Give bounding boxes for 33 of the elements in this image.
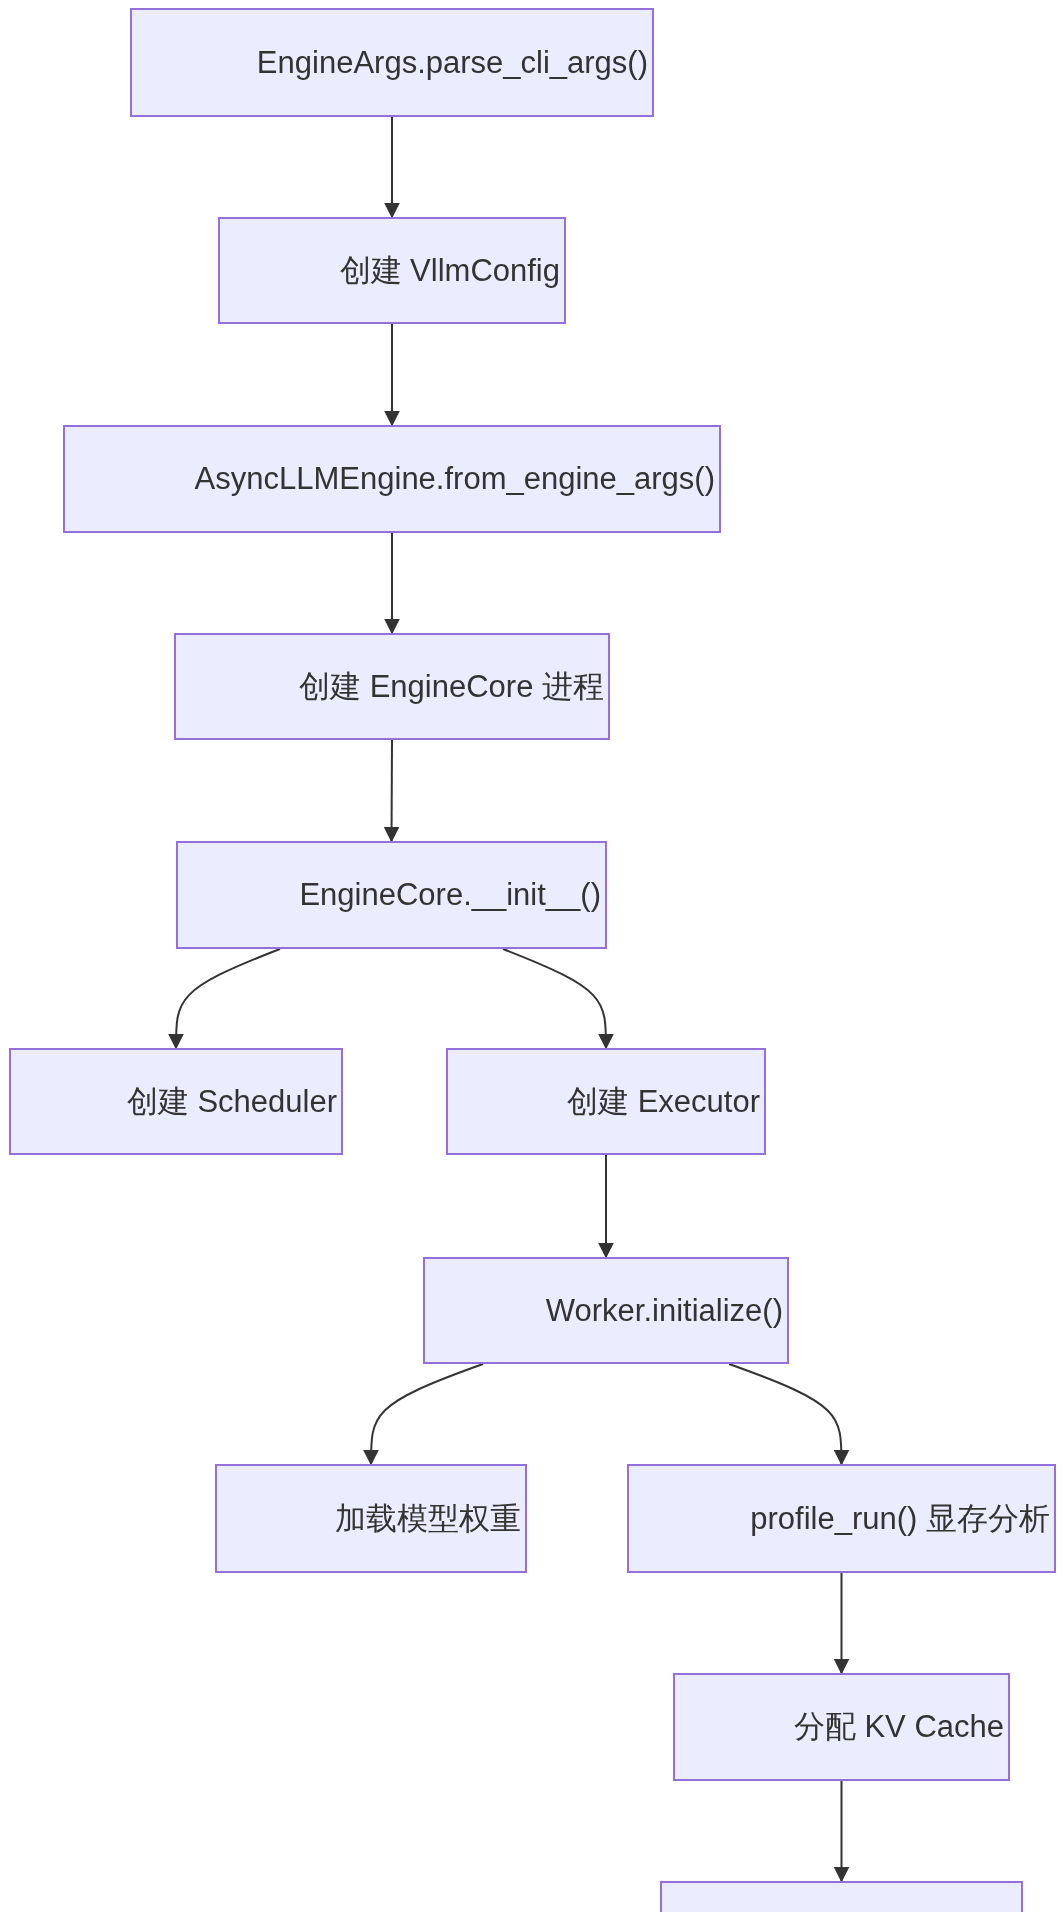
arrow (384, 532, 400, 635)
node-label: Worker.initialize() (545, 1292, 783, 1329)
arrow (384, 116, 400, 219)
process-box (63, 425, 721, 533)
arrow (833, 1572, 850, 1675)
process-box (673, 1673, 1010, 1781)
process-box (9, 1048, 343, 1155)
arrow (384, 323, 400, 427)
process-box (130, 8, 654, 117)
node-label: EngineCore.__init__() (299, 877, 601, 913)
process-box (215, 1464, 527, 1573)
node-label: AsyncLLMEngine.from_engine_args() (194, 461, 715, 497)
arrow (383, 739, 400, 843)
node-label: 创建 Scheduler (126, 1082, 337, 1121)
node-label: 分配 KV Cache (793, 1708, 1004, 1746)
node-label: 加载模型权重 (335, 1499, 521, 1538)
process-box (176, 841, 607, 949)
node-label: profile_run() 显存分析 (750, 1499, 1050, 1538)
arrow (728, 1363, 850, 1466)
node-label: EngineArgs.parse_cli_args() (256, 44, 648, 81)
node-label: 创建 Executor (567, 1082, 760, 1121)
arrow (363, 1363, 484, 1466)
process-box (174, 633, 610, 740)
node-label: 创建 VllmConfig (339, 251, 560, 290)
process-box (218, 217, 566, 324)
process-box (627, 1464, 1056, 1573)
arrow (833, 1780, 850, 1883)
arrow (168, 948, 281, 1050)
node-label: 创建 EngineCore 进程 (299, 667, 604, 706)
process-box (446, 1048, 766, 1155)
process-box (423, 1257, 789, 1364)
arrow (502, 948, 614, 1050)
arrow (598, 1154, 614, 1259)
